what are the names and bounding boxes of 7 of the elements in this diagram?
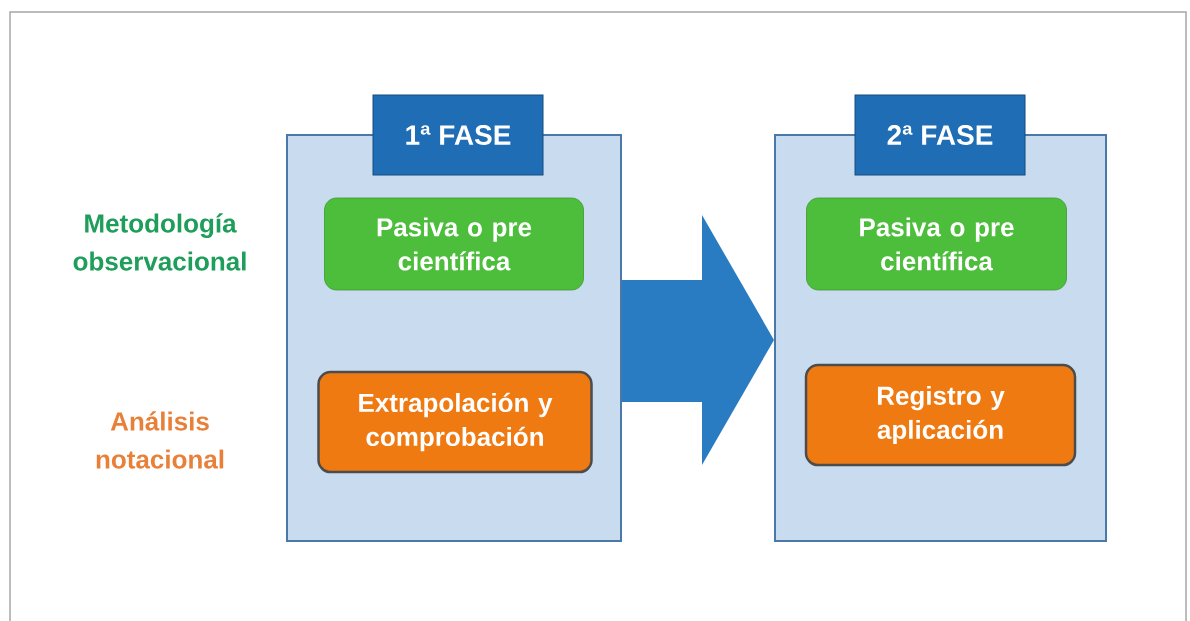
- side-label: Análisis notacional: [96, 411, 224, 469]
- step-box: Registro y aplicación: [804, 363, 1077, 467]
- step-box: Extrapolación y comprobación: [317, 370, 593, 474]
- block-arrow: [622, 215, 774, 465]
- step-box: Pasiva o pre científica: [806, 197, 1067, 291]
- step-box: Pasiva o pre científica: [324, 197, 584, 291]
- side-label: Metodología observacional: [73, 213, 246, 271]
